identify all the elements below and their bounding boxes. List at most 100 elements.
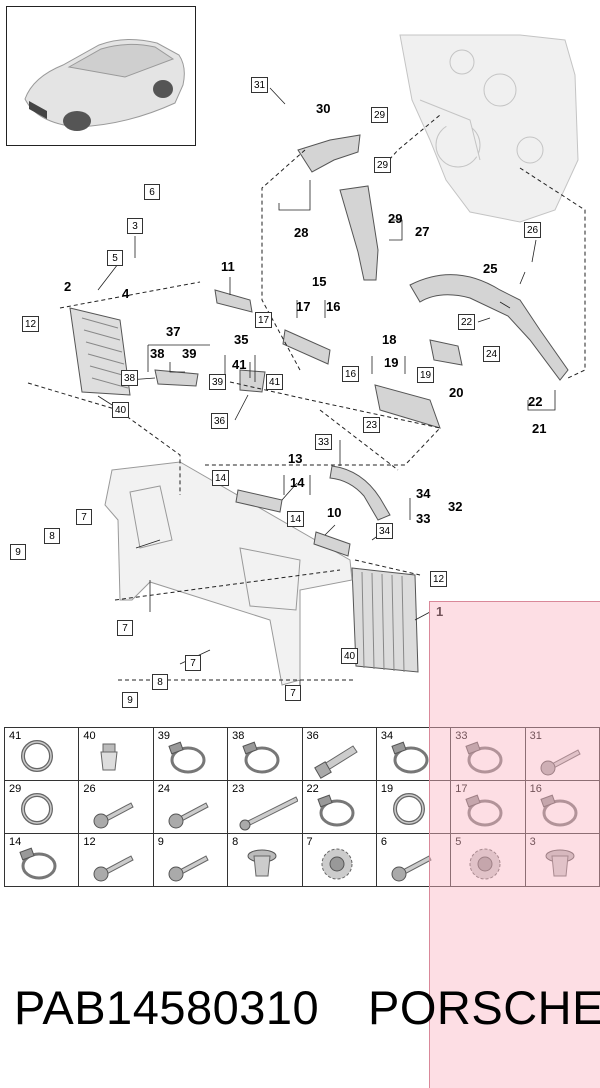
callout: 33 xyxy=(416,511,431,526)
box-label: 6 xyxy=(144,184,160,200)
part-number-label: 12 xyxy=(83,836,96,848)
callout: 32 xyxy=(448,499,463,514)
parts-table-cell: 41 xyxy=(3,727,80,781)
parts-table-cell: 34 xyxy=(375,727,452,781)
parts-table-cell: 8 xyxy=(227,833,303,887)
part-number-label: 36 xyxy=(306,730,319,742)
part-number-label: 17 xyxy=(455,783,468,795)
long-bolt-icon xyxy=(238,789,299,838)
box-label: 14 xyxy=(212,470,230,486)
callout: 10 xyxy=(327,505,342,520)
parts-table-cell: 3 xyxy=(524,833,600,887)
hose-clamp-icon xyxy=(536,789,596,838)
gear-nut-icon xyxy=(313,842,373,891)
parts-table-cell: 29 xyxy=(3,780,80,834)
part-number-label: 3 xyxy=(529,836,536,848)
front-carrier xyxy=(104,461,353,686)
callout: 16 xyxy=(326,299,341,314)
hose-clamp-icon xyxy=(313,789,373,838)
radiator-left xyxy=(69,307,131,396)
box-label: 16 xyxy=(342,366,360,382)
vehicle-thumbnail xyxy=(6,6,196,146)
leader-lines xyxy=(97,87,556,690)
callout: 41 xyxy=(232,357,247,372)
box-label: 40 xyxy=(112,402,130,418)
callout: 18 xyxy=(382,332,397,347)
box-label: 7 xyxy=(117,620,133,636)
callout: 20 xyxy=(449,385,464,400)
parts-table-cell: 26 xyxy=(78,780,154,834)
callout: 38 xyxy=(150,346,165,361)
part-number-label: 24 xyxy=(157,783,170,795)
box-label: 3 xyxy=(127,218,143,234)
box-label: 9 xyxy=(10,544,26,560)
box-label: 34 xyxy=(376,523,394,539)
box-label: 9 xyxy=(122,692,138,708)
hose-clamp-icon xyxy=(164,736,224,785)
gear-nut-icon xyxy=(461,842,521,891)
parts-table-cell: 12 xyxy=(78,833,154,887)
part-number-label: 33 xyxy=(455,730,468,742)
box-label: 7 xyxy=(185,655,201,671)
callout: 27 xyxy=(415,224,430,239)
screw-icon xyxy=(164,842,224,891)
callout: 35 xyxy=(234,332,249,347)
box-label: 29 xyxy=(374,157,392,173)
callout: 13 xyxy=(288,451,303,466)
ring-seal-icon xyxy=(15,736,75,785)
hose-clamp-icon xyxy=(461,789,521,838)
callout: 25 xyxy=(483,261,498,276)
part-number-label: 19 xyxy=(380,783,394,795)
part-number-label: 6 xyxy=(380,836,387,848)
part-number-label: 16 xyxy=(529,783,542,795)
callout: 15 xyxy=(312,274,327,289)
callout: 34 xyxy=(416,486,431,501)
box-label: 8 xyxy=(44,528,60,544)
box-label: 33 xyxy=(315,434,333,450)
callout: 21 xyxy=(532,421,547,436)
hose-clamp-icon xyxy=(387,736,447,785)
callout: 30 xyxy=(316,101,331,116)
part-number-label: 34 xyxy=(380,730,394,742)
screw-icon xyxy=(89,789,149,838)
box-label: 38 xyxy=(121,370,139,386)
box-label: 24 xyxy=(483,346,501,362)
callout: 1 xyxy=(436,604,444,619)
screw-icon xyxy=(387,842,447,891)
screw-icon xyxy=(164,789,224,838)
engine-block xyxy=(399,34,579,223)
box-label: 19 xyxy=(417,367,435,383)
box-label: 12 xyxy=(22,316,40,332)
box-label: 29 xyxy=(371,107,389,123)
parts-table-cell: 9 xyxy=(152,833,229,887)
parts-diagram: 30 28 27 29 21 25 20 19 18 22 17 16 15 1… xyxy=(6,6,586,708)
screw-icon xyxy=(89,842,149,891)
diagram-drawing xyxy=(27,34,586,690)
hose-clamp-icon xyxy=(461,736,521,785)
part-number-label: 41 xyxy=(9,730,22,742)
callout: 39 xyxy=(182,346,197,361)
parts-table-cell: 5 xyxy=(450,833,526,887)
parts-table-cell: 23 xyxy=(227,780,303,834)
parts-table-cell: 38 xyxy=(227,727,303,781)
part-number: PAB14580310 xyxy=(14,981,320,1034)
parts-table-cell: 6 xyxy=(375,833,452,887)
callout: 14 xyxy=(290,475,305,490)
part-number-label: 22 xyxy=(306,783,319,795)
box-label: 7 xyxy=(76,509,92,525)
parts-table-cell: 22 xyxy=(301,780,377,834)
parts-table-cell: 36 xyxy=(301,727,377,781)
box-label: 7 xyxy=(285,685,301,701)
parts-table-cell: 7 xyxy=(301,833,377,887)
hose-clamp-icon xyxy=(15,842,75,891)
highlight-overlay xyxy=(429,601,600,1088)
parts-table-cell: 24 xyxy=(152,780,229,834)
charge-pipes xyxy=(154,134,569,557)
callout: 4 xyxy=(122,286,130,301)
parts-table-cell: 14 xyxy=(3,833,80,887)
ring-seal-icon xyxy=(387,789,447,838)
part-number-label: 23 xyxy=(232,783,245,795)
